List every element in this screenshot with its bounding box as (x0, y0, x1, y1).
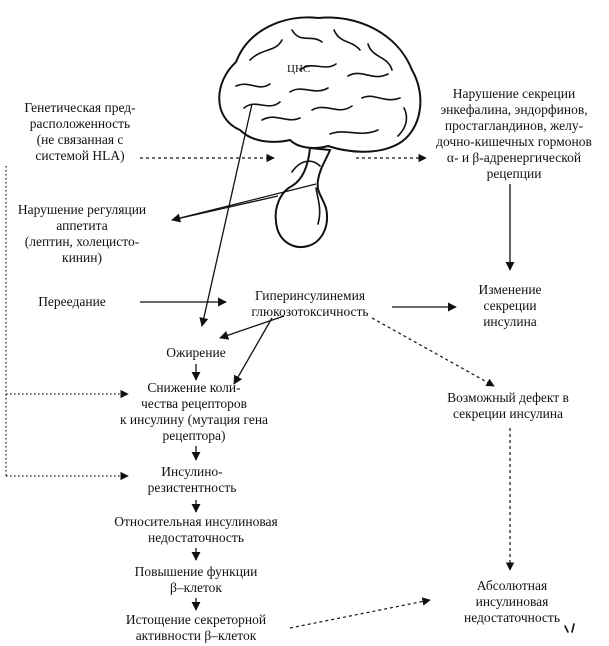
decorative-marks (564, 623, 575, 633)
dashed-exhaustion-to-absolute (289, 597, 431, 629)
obesity-label: Ожирение (166, 345, 225, 360)
insulin-change-line: инсулина (483, 314, 537, 329)
hyperinsulinemia-line: глюкозотоксичность (251, 304, 368, 319)
genetic-line: (не связанная с (37, 132, 124, 147)
genetic-line: Генетическая пред- (24, 100, 136, 115)
beta-increase-line: Повышение функции (135, 564, 258, 579)
secretion-disorder-line: α- и β-адренергической (447, 150, 581, 165)
dotted-connectors (5, 166, 129, 481)
appetite-line: Нарушение регуляции (18, 202, 146, 217)
insulin-resistance-label: Инсулино-резистентность (148, 464, 237, 495)
arrow-hyper-to-obesity (219, 315, 285, 340)
resistance-line: Инсулино- (161, 464, 223, 479)
genetic-line: системой HLA) (35, 148, 124, 163)
secretion-disorder-line: рецепции (487, 166, 542, 181)
brain-label: ЦНС (287, 63, 310, 75)
overeating-label: Переедание (38, 294, 106, 309)
receptor-decrease-line: Снижение коли- (147, 380, 241, 395)
brain-icon (218, 16, 422, 248)
appetite-line: (лептин, холецисто- (25, 234, 140, 249)
genetic-line: расположенность (30, 116, 130, 131)
relative-deficiency-line: Относительная инсулиновая (114, 514, 278, 529)
absolute-deficiency-line: недостаточность (464, 610, 560, 625)
absolute-deficiency-line: Абсолютная (477, 578, 547, 593)
insulin-change-line: секреции (483, 298, 536, 313)
insulin-change-line: Изменение (478, 282, 541, 297)
arrow-pituitary-to-appetite (171, 195, 279, 221)
secretion-disorder-line: энкефалина, эндорфинов, (440, 102, 587, 117)
beta-increase-line: β–клеток (170, 580, 222, 595)
appetite-line: аппетита (56, 218, 107, 233)
arrow-hyper-to-receptors (233, 317, 273, 385)
dashed-hyper-to-defect (371, 317, 495, 387)
receptor-decrease-line: к инсулину (мутация гена (120, 412, 268, 427)
solid-arrows (140, 103, 515, 611)
secretion-disorder-line: простагландинов, желу- (445, 118, 584, 133)
secretion-disorder-line: Нарушение секреции (453, 86, 575, 101)
absolute-deficiency-line: инсулиновая (476, 594, 549, 609)
overeating-line: Переедание (38, 294, 106, 309)
secretion-disorder-line: дочно-кишечных гормонов (436, 134, 592, 149)
exhaustion-line: Истощение секреторной (126, 612, 266, 627)
resistance-line: резистентность (148, 480, 237, 495)
exhaustion-line: активности β–клеток (136, 628, 257, 643)
appetite-line: кинин) (62, 250, 102, 265)
possible-defect-line: Возможный дефект в (447, 390, 569, 405)
relative-deficiency-line: недостаточность (148, 530, 244, 545)
obesity-line: Ожирение (166, 345, 225, 360)
genetic-predisposition-label: Генетическая пред-расположенность(не свя… (24, 100, 136, 163)
arrow-brain-to-obesity (199, 103, 253, 327)
dashed-arrows (140, 153, 515, 629)
receptor-decrease-line: рецептора) (163, 428, 226, 443)
receptor-decrease-line: чества рецепторов (141, 396, 247, 411)
hyperinsulinemia-line: Гиперинсулинемия (255, 288, 365, 303)
possible-defect-line: секреции инсулина (453, 406, 563, 421)
